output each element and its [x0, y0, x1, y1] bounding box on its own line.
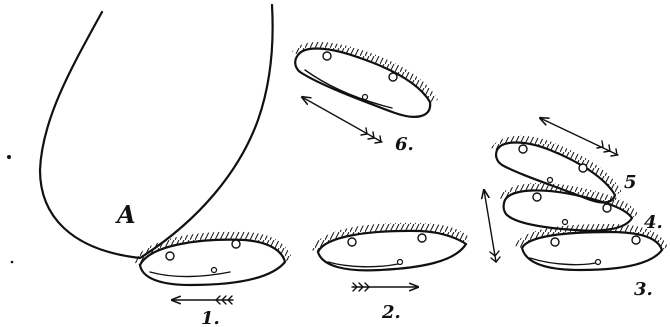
label-6: 6. — [395, 134, 414, 155]
obstacle-outline — [40, 5, 273, 258]
paramecium-2 — [311, 223, 470, 270]
paramecium-3 — [515, 224, 668, 270]
obstacle-label-a: A — [115, 200, 136, 229]
label-3: 3. — [634, 279, 653, 300]
arrow-turn — [484, 190, 496, 262]
label-5: 5 — [624, 172, 637, 193]
stray-dot — [11, 261, 14, 264]
paramecium-1 — [133, 232, 292, 285]
stray-dot — [7, 155, 11, 159]
label-2: 2. — [381, 302, 401, 323]
label-1: 1. — [201, 308, 220, 327]
paramecium-6 — [292, 42, 438, 117]
